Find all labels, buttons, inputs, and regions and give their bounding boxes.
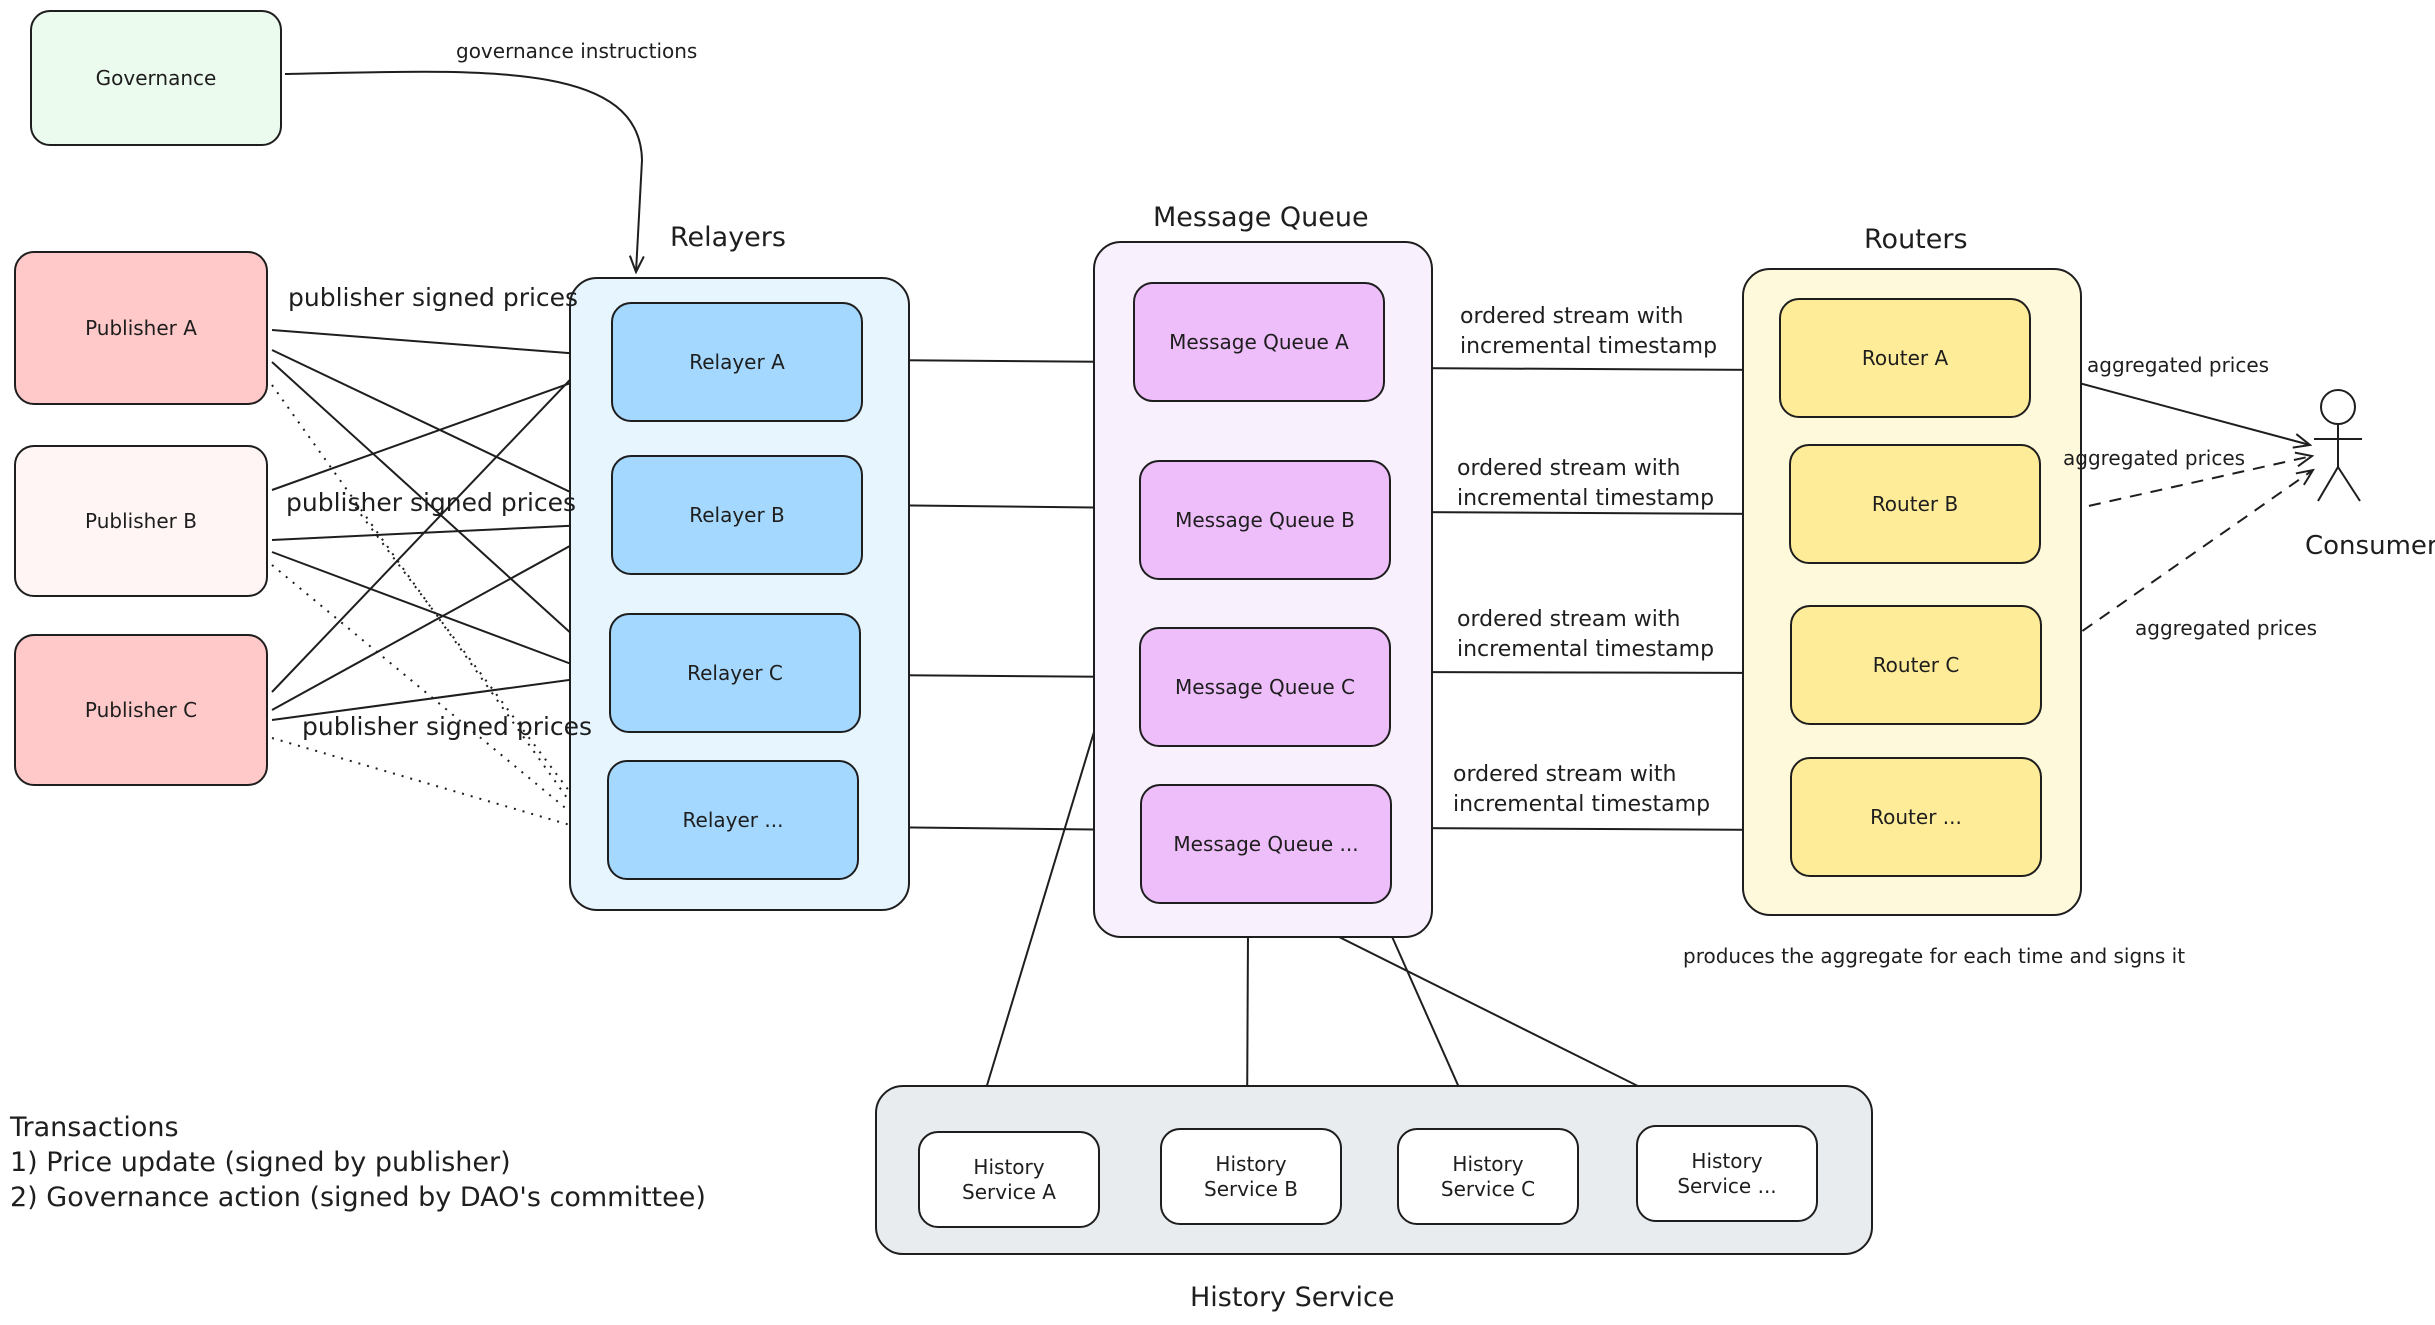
label-publisher-signed-prices-3: publisher signed prices xyxy=(302,712,593,741)
edge-pubC-relayerMore xyxy=(271,737,595,833)
node-router-a[interactable]: Router A xyxy=(1779,298,2031,418)
node-governance[interactable]: Governance xyxy=(30,10,282,146)
edge-pubB-relayerMore xyxy=(271,564,593,831)
edge-relayerA-mqA xyxy=(872,360,1130,362)
node-publisher-b[interactable]: Publisher B xyxy=(14,445,268,597)
title-message-queue: Message Queue xyxy=(1153,202,1369,233)
label-publisher-signed-prices-2: publisher signed prices xyxy=(286,488,577,517)
label-aggregated-prices-a: aggregated prices xyxy=(2087,353,2270,377)
node-history-more[interactable]: History Service ... xyxy=(1636,1125,1818,1222)
label-ordered-stream-a: ordered stream with incremental timestam… xyxy=(1460,304,1718,359)
edge-pubC-relayerA xyxy=(271,340,608,693)
node-history-a[interactable]: History Service A xyxy=(918,1131,1100,1228)
edge-routerC-consumer xyxy=(2047,470,2313,656)
label-publisher-signed-prices-1: publisher signed prices xyxy=(288,283,579,312)
label-aggregated-prices-b: aggregated prices xyxy=(2063,446,2246,470)
edge-pubA-relayerC xyxy=(271,361,606,665)
notes-item-1: 1) Price update (signed by publisher) xyxy=(10,1147,511,1179)
label-produces-aggregate: produces the aggregate for each time and… xyxy=(1683,944,2186,968)
label-governance-instructions: governance instructions xyxy=(456,39,698,63)
node-history-b[interactable]: History Service B xyxy=(1160,1128,1342,1225)
edge-pubB-relayerB xyxy=(271,524,608,541)
edge-pubB-relayerA xyxy=(271,370,607,491)
label-aggregated-prices-c: aggregated prices xyxy=(2135,616,2318,640)
node-relayer-more[interactable]: Relayer ... xyxy=(607,760,859,880)
node-publisher-c[interactable]: Publisher C xyxy=(14,634,268,786)
node-mq-b[interactable]: Message Queue B xyxy=(1139,460,1391,580)
label-ordered-stream-more: ordered stream with incremental timestam… xyxy=(1453,762,1711,817)
node-relayer-c[interactable]: Relayer C xyxy=(609,613,861,733)
node-relayer-b[interactable]: Relayer B xyxy=(611,455,863,575)
node-publisher-a[interactable]: Publisher A xyxy=(14,251,268,405)
node-mq-c[interactable]: Message Queue C xyxy=(1139,627,1391,747)
node-router-more[interactable]: Router ... xyxy=(1790,757,2042,877)
notes-title: Transactions xyxy=(10,1112,179,1143)
label-ordered-stream-b: ordered stream with incremental timestam… xyxy=(1457,456,1715,511)
edge-pubA-relayerMore-2 xyxy=(349,499,586,813)
edge-relayerB-mqB xyxy=(865,505,1138,508)
node-relayer-a[interactable]: Relayer A xyxy=(611,302,863,422)
notes-item-2: 2) Governance action (signed by DAO's co… xyxy=(10,1182,706,1214)
edge-pubC-relayerB xyxy=(271,525,608,711)
edge-pubA-relayerMore xyxy=(271,384,591,831)
node-mq-more[interactable]: Message Queue ... xyxy=(1140,784,1392,904)
node-router-b[interactable]: Router B xyxy=(1789,444,2041,564)
edge-pubB-relayerC xyxy=(271,551,606,677)
edge-pubC-relayerC xyxy=(271,675,606,721)
edge-governance-relayers xyxy=(284,70,642,272)
label-consumer: Consumer xyxy=(2305,531,2435,561)
edge-routerA-consumer xyxy=(2037,371,2310,445)
edge-pubA-relayerA xyxy=(271,329,607,356)
node-router-c[interactable]: Router C xyxy=(1790,605,2042,725)
edge-mqMore-routerMore xyxy=(1393,828,1788,830)
edge-mqC-routerC xyxy=(1397,672,1788,673)
title-routers: Routers xyxy=(1864,224,1968,255)
consumer-actor-icon[interactable] xyxy=(2300,385,2370,505)
title-history-service: History Service xyxy=(1190,1282,1395,1313)
edge-mqB-routerB xyxy=(1387,512,1788,514)
edge-mqA-routerA xyxy=(1391,368,1778,370)
transactions-notes: Transactions 1) Price update (signed by … xyxy=(10,1110,706,1215)
edge-routerB-consumer xyxy=(2047,456,2312,516)
title-relayers: Relayers xyxy=(670,222,786,253)
node-mq-a[interactable]: Message Queue A xyxy=(1133,282,1385,402)
node-history-c[interactable]: History Service C xyxy=(1397,1128,1579,1225)
label-ordered-stream-c: ordered stream with incremental timestam… xyxy=(1457,607,1715,662)
